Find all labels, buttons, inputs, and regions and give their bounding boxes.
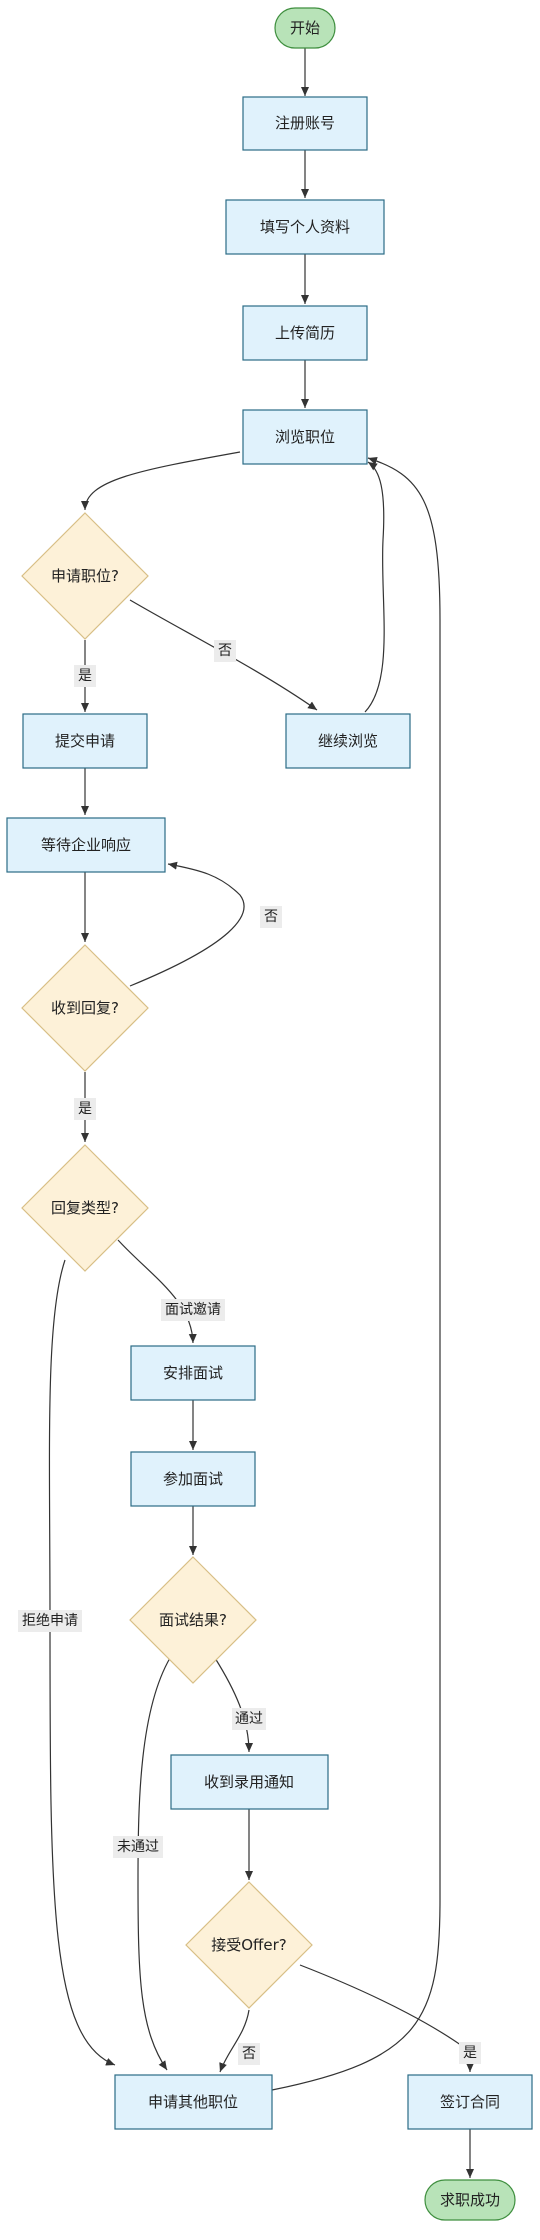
label-reply-no: 否	[260, 906, 282, 928]
node-start[interactable]: 开始	[274, 7, 336, 49]
svg-text:接受Offer?: 接受Offer?	[211, 1936, 287, 1954]
edge-reply-wait	[129, 861, 245, 987]
svg-text:未通过: 未通过	[117, 1839, 159, 1855]
edge-type-schedule	[117, 1239, 197, 1344]
svg-text:否: 否	[264, 909, 278, 925]
svg-text:面试邀请: 面试邀请	[165, 1302, 221, 1318]
label-apply-no: 否	[214, 640, 236, 662]
svg-text:是: 是	[463, 2045, 477, 2061]
label-result-pass: 通过	[232, 1708, 266, 1730]
edges	[48, 48, 474, 2178]
edge-result-offer	[214, 1657, 253, 1753]
svg-text:签订合同: 签订合同	[440, 2093, 500, 2111]
label-type-invite: 面试邀请	[161, 1299, 225, 1321]
svg-text:申请职位?: 申请职位?	[51, 567, 119, 585]
svg-text:是: 是	[78, 1101, 92, 1117]
edge-type-other	[48, 1259, 116, 2066]
label-type-reject: 拒绝申请	[18, 1610, 82, 1632]
svg-text:求职成功: 求职成功	[440, 2191, 500, 2209]
svg-text:申请其他职位: 申请其他职位	[148, 2093, 238, 2111]
node-browse[interactable]: 浏览职位	[242, 409, 368, 465]
label-accept-no: 否	[238, 2043, 260, 2065]
nodes: 开始 注册账号 填写个人资料 上传简历 浏览职位 申请职位? 提交申请 继续浏	[6, 7, 533, 2221]
node-other[interactable]: 申请其他职位	[114, 2074, 273, 2130]
edge-accept-sign	[299, 1964, 474, 2073]
svg-text:面试结果?: 面试结果?	[159, 1611, 227, 1629]
node-continue[interactable]: 继续浏览	[285, 713, 411, 769]
node-type-decision[interactable]: 回复类型?	[21, 1144, 149, 1272]
node-accept-decision[interactable]: 接受Offer?	[185, 1881, 313, 2009]
node-attend[interactable]: 参加面试	[130, 1451, 256, 1507]
node-sign[interactable]: 签订合同	[407, 2074, 533, 2130]
svg-text:通过: 通过	[235, 1711, 263, 1727]
node-wait[interactable]: 等待企业响应	[6, 817, 166, 873]
svg-text:拒绝申请: 拒绝申请	[22, 1613, 78, 1629]
svg-text:否: 否	[218, 643, 232, 659]
node-upload[interactable]: 上传简历	[242, 305, 368, 361]
node-submit[interactable]: 提交申请	[22, 713, 148, 769]
node-apply-decision[interactable]: 申请职位?	[21, 512, 149, 640]
node-reply-decision[interactable]: 收到回复?	[21, 944, 149, 1072]
svg-text:等待企业响应: 等待企业响应	[41, 836, 131, 854]
node-result-decision[interactable]: 面试结果?	[129, 1556, 257, 1684]
node-schedule[interactable]: 安排面试	[130, 1345, 256, 1401]
svg-text:收到回复?: 收到回复?	[51, 999, 119, 1017]
node-offer-notice[interactable]: 收到录用通知	[170, 1754, 329, 1810]
svg-text:否: 否	[242, 2046, 256, 2062]
label-reply-yes: 是	[74, 1098, 96, 1120]
svg-text:上传简历: 上传简历	[275, 324, 335, 342]
node-success[interactable]: 求职成功	[424, 2179, 516, 2221]
node-register[interactable]: 注册账号	[242, 96, 368, 151]
svg-text:继续浏览: 继续浏览	[318, 732, 378, 750]
label-accept-yes: 是	[459, 2042, 481, 2064]
edge-other-browse	[271, 456, 441, 2091]
svg-text:安排面试: 安排面试	[163, 1364, 223, 1382]
svg-text:收到录用通知: 收到录用通知	[204, 1773, 294, 1791]
node-profile[interactable]: 填写个人资料	[225, 199, 385, 255]
svg-text:参加面试: 参加面试	[163, 1470, 223, 1488]
label-apply-yes: 是	[74, 665, 96, 687]
svg-text:提交申请: 提交申请	[55, 732, 115, 750]
svg-text:浏览职位: 浏览职位	[275, 428, 335, 446]
svg-text:填写个人资料: 填写个人资料	[260, 218, 350, 236]
svg-text:开始: 开始	[290, 19, 320, 37]
edge-result-other	[137, 1657, 171, 2071]
edge-browse-apply	[81, 451, 241, 511]
svg-text:回复类型?: 回复类型?	[51, 1199, 119, 1217]
label-result-fail: 未通过	[113, 1836, 163, 1858]
edge-continue-browse	[364, 461, 385, 713]
edge-labels: 否 是 否 是 面试邀请 拒绝申请 通过 未通过	[18, 640, 481, 2065]
svg-text:是: 是	[78, 668, 92, 684]
svg-text:注册账号: 注册账号	[275, 114, 335, 132]
edge-accept-other	[219, 2009, 250, 2073]
